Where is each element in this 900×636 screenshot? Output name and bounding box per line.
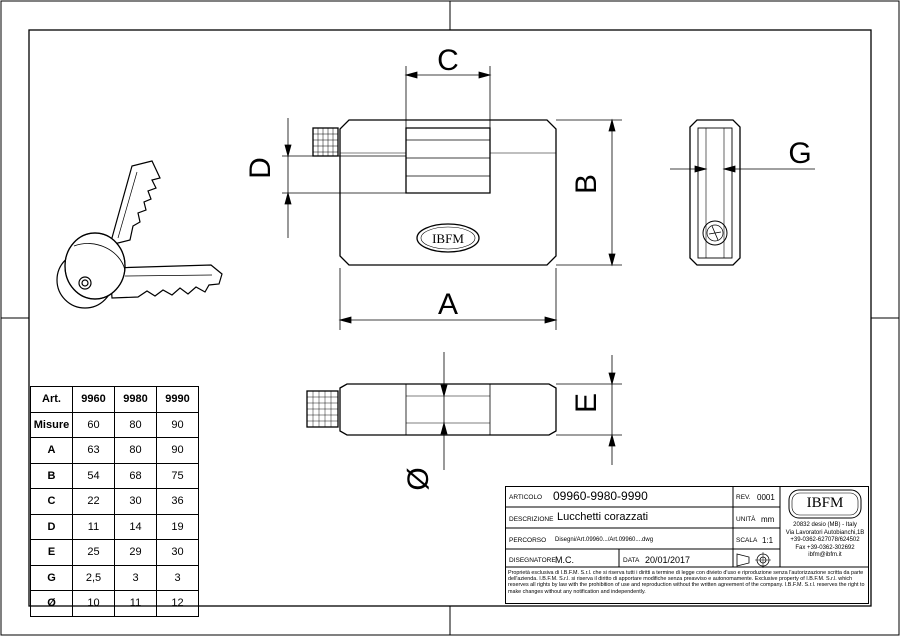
title-block: ARTICOLO 09960-9980-9990 REV. 0001 DESCR… — [505, 486, 869, 604]
legal-notice: Proprietà esclusiva di I.B.F.M. S.r.l. c… — [508, 570, 865, 595]
disegnatore-label: DISEGNATORE — [509, 557, 556, 564]
unita-label: UNITÀ — [736, 516, 756, 523]
table-cell: 3 — [156, 564, 199, 591]
dim-g-lines — [670, 165, 815, 173]
descrizione-value: Lucchetti corazzati — [557, 511, 649, 523]
company-logo: IBFM — [806, 495, 844, 511]
key-drawing — [56, 160, 223, 309]
row-label: E — [30, 539, 73, 566]
address-line: ibfm@ibfm.it — [808, 552, 842, 558]
table-cell: 22 — [72, 488, 115, 515]
table-cell: 14 — [114, 513, 157, 540]
dim-label-g: G — [788, 137, 811, 170]
front-view: IBFM — [312, 119, 557, 266]
table-cell: 19 — [156, 513, 199, 540]
address-line: Via Lavoratori Autobianchi,1B — [785, 529, 865, 536]
table-cell: 3 — [114, 564, 157, 591]
scala-label: SCALA — [736, 537, 758, 544]
table-cell: 10 — [72, 590, 115, 617]
table-cell: 11 — [72, 513, 115, 540]
table-cell: 30 — [156, 539, 199, 566]
table-cell: 80 — [114, 411, 157, 438]
dim-e-diam-lines — [440, 352, 622, 470]
side-view — [689, 119, 741, 266]
top-view — [306, 383, 557, 436]
rev-value: 0001 — [757, 493, 775, 502]
specs-header-9960: 9960 — [72, 386, 115, 413]
descrizione-label: DESCRIZIONE — [509, 516, 554, 523]
address-line: 20832 desio (MB) - Italy — [793, 522, 857, 528]
address-line: Fax +39-0362-302692 — [795, 544, 855, 551]
specs-header-9990: 9990 — [156, 386, 199, 413]
dim-label-c: C — [437, 44, 459, 77]
row-label: A — [30, 437, 73, 464]
row-label: C — [30, 488, 73, 515]
table-cell: 90 — [156, 411, 199, 438]
company-address: 20832 desio (MB) - Italy Via Lavoratori … — [781, 522, 869, 560]
table-cell: 68 — [114, 462, 157, 489]
address-line: +39-0362-627078/624502 — [790, 537, 860, 543]
dim-label-e: E — [570, 393, 603, 413]
articolo-label: ARTICOLO — [509, 494, 543, 501]
row-label: Ø — [30, 590, 73, 617]
table-cell: 12 — [156, 590, 199, 617]
row-label: B — [30, 462, 73, 489]
dim-label-diameter: Ø — [402, 467, 435, 490]
specs-header-9980: 9980 — [114, 386, 157, 413]
table-cell: 30 — [114, 488, 157, 515]
data-label: DATA — [623, 557, 640, 564]
articolo-value: 09960-9980-9990 — [553, 489, 648, 503]
table-cell: 60 — [72, 411, 115, 438]
specs-header-art: Art. — [30, 386, 73, 413]
row-label: D — [30, 513, 73, 540]
row-label: G — [30, 564, 73, 591]
dim-label-a: A — [438, 288, 458, 321]
title-block-grid — [505, 486, 869, 604]
table-cell: 11 — [114, 590, 157, 617]
rev-label: REV. — [736, 494, 751, 501]
unita-value: mm — [761, 515, 775, 524]
dimension-lines — [282, 66, 622, 330]
disegnatore-value: M.C. — [555, 555, 574, 565]
body-logo-text: IBFM — [432, 231, 464, 246]
percorso-value: Disegni/Art.09960.../Art.09960....dwg — [555, 537, 654, 543]
dim-label-d: D — [244, 157, 277, 179]
row-label: Misure — [30, 411, 73, 438]
percorso-label: PERCORSO — [509, 537, 547, 544]
dim-label-b: B — [570, 174, 603, 194]
table-cell: 90 — [156, 437, 199, 464]
table-cell: 75 — [156, 462, 199, 489]
scala-value: 1:1 — [762, 536, 774, 545]
table-cell: 63 — [72, 437, 115, 464]
table-cell: 80 — [114, 437, 157, 464]
table-cell: 2,5 — [72, 564, 115, 591]
table-cell: 36 — [156, 488, 199, 515]
table-cell: 29 — [114, 539, 157, 566]
data-value: 20/01/2017 — [645, 555, 691, 565]
table-cell: 25 — [72, 539, 115, 566]
specs-header-row: Art. 9960 9980 9990 — [30, 386, 199, 413]
table-cell: 54 — [72, 462, 115, 489]
